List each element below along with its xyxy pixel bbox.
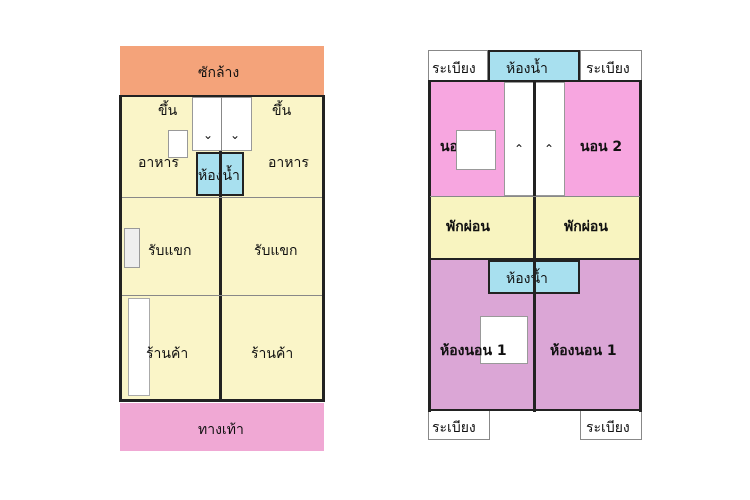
ground-wall-center	[219, 95, 222, 401]
bed1-furniture	[480, 316, 528, 364]
left-dining-label: อาหาร	[138, 155, 179, 171]
upper-stair-chevron-right: ⌃	[544, 142, 555, 156]
right-dining-label: อาหาร	[268, 155, 309, 171]
bed2-left-furniture	[456, 130, 496, 170]
bottom-right-balcony-label: ระเบียง	[586, 420, 630, 436]
wash-label: ซักล้าง	[198, 65, 240, 81]
upper-wall-center	[533, 82, 536, 412]
right-bedroom1-label: ห้องนอน 1	[550, 343, 617, 359]
upper-wall-mid	[428, 258, 642, 260]
ground-divider-1	[122, 197, 322, 198]
wash-area	[120, 46, 324, 96]
left-shop-label: ร้านค้า	[146, 346, 189, 362]
upper-wall-top	[428, 80, 642, 82]
ground-stairs-mid	[221, 97, 222, 151]
upper-stair-chevron-left: ⌃	[514, 142, 525, 156]
bottom-left-balcony-label: ระเบียง	[432, 420, 476, 436]
left-up-label: ขึ้น	[158, 103, 178, 119]
dining-table	[168, 130, 188, 158]
upper-wall-bottom	[428, 409, 642, 411]
ground-bathroom-label: ห้องน้ำ	[198, 165, 240, 187]
top-bathroom-label: ห้องน้ำ	[506, 61, 548, 77]
stair-chevron-left: ⌄	[203, 128, 214, 142]
top-left-balcony-label: ระเบียง	[432, 61, 476, 77]
upper-wall-left	[428, 80, 431, 412]
stair-chevron-right: ⌄	[230, 128, 241, 142]
right-bedroom2	[565, 82, 640, 196]
right-lounge	[536, 196, 640, 258]
left-lounge	[430, 196, 534, 258]
ground-stairs	[192, 97, 252, 151]
left-living-label: รับแขก	[148, 243, 192, 259]
right-bedroom2-label: นอน 2	[580, 139, 623, 155]
left-bedroom1-label: ห้องนอน 1	[440, 343, 507, 359]
mid-bathroom-label-top: ห้องน้ำ	[506, 271, 548, 287]
upper-lounge-top	[430, 196, 640, 197]
ground-wall-top	[119, 95, 325, 97]
ground-wall-right	[322, 95, 325, 401]
ground-wall-left	[119, 95, 122, 401]
top-right-balcony-label: ระเบียง	[586, 61, 630, 77]
left-lounge-label: พักผ่อน	[446, 219, 490, 235]
ground-divider-2	[122, 295, 322, 296]
right-shop-label: ร้านค้า	[251, 346, 294, 362]
walkway-label: ทางเท้า	[198, 422, 244, 438]
sofa	[124, 228, 140, 268]
walkway-area	[120, 403, 324, 451]
shop-counter	[128, 298, 150, 396]
right-up-label: ขึ้น	[272, 103, 292, 119]
upper-wall-right	[639, 80, 642, 412]
right-lounge-label: พักผ่อน	[564, 219, 608, 235]
ground-wall-bottom	[119, 399, 325, 402]
right-living-label: รับแขก	[254, 243, 298, 259]
